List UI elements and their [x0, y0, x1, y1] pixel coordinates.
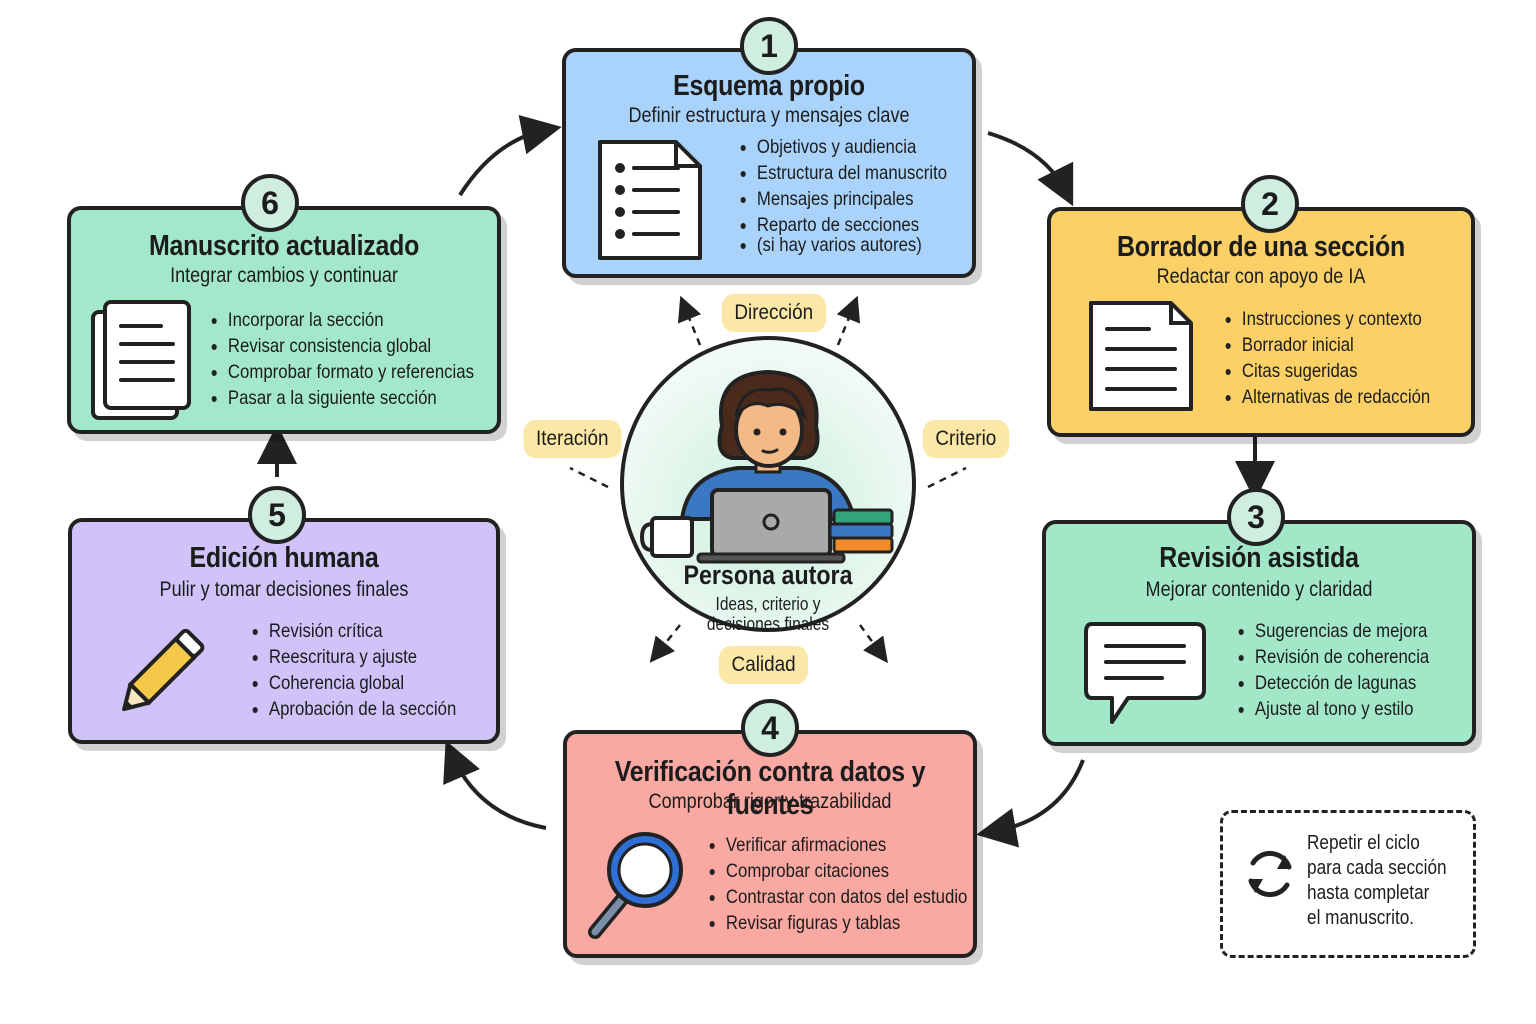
step-items: Instrucciones y contexto Borrador inicia…	[1223, 306, 1430, 410]
list-item: Comprobar citaciones	[707, 858, 967, 884]
step-6-badge: 6	[241, 174, 299, 232]
list-item: Comprobar formato y referencias	[209, 359, 474, 385]
list-item: Verificar afirmaciones	[707, 832, 967, 858]
list-item: Pasar a la siguiente sección	[209, 385, 474, 411]
list-item: Instrucciones y contexto	[1223, 306, 1430, 332]
step-2-card: Borrador de una sección Redactar con apo…	[1047, 207, 1475, 437]
note-line: para cada sección	[1307, 857, 1447, 879]
step-1-badge: 1	[740, 17, 798, 75]
tag-criterio: Criterio	[922, 420, 1009, 458]
step-5-card: Edición humana Pulir y tomar decisiones …	[68, 518, 500, 744]
list-item: Revisar consistencia global	[209, 333, 474, 359]
list-item: Alternativas de redacción	[1223, 384, 1430, 410]
center-title: Persona autora	[683, 560, 853, 590]
arrow-6-to-1	[458, 115, 562, 197]
step-subtitle: Pulir y tomar decisiones finales	[159, 578, 409, 601]
arrow-1-to-2	[987, 131, 1074, 207]
step-items: Incorporar la sección Revisar consistenc…	[209, 307, 474, 411]
ray-left	[569, 466, 609, 489]
step-items: Verificar afirmaciones Comprobar citacio…	[707, 832, 967, 936]
step-subtitle: Mejorar contenido y claridad	[1145, 578, 1373, 601]
list-item: Revisión de coherencia	[1236, 644, 1429, 670]
laptop-icon	[696, 488, 846, 564]
list-item: Objetivos y audiencia	[738, 134, 947, 160]
list-item: Aprobación de la sección	[250, 696, 456, 722]
note-line: hasta completar	[1307, 882, 1430, 904]
step-title: Revisión asistida	[1159, 542, 1359, 574]
list-item: Revisión crítica	[250, 618, 456, 644]
magnifying-glass-icon	[588, 832, 683, 939]
step-title: Borrador de una sección	[1117, 231, 1405, 263]
step-items: Revisión crítica Reescritura y ajuste Co…	[250, 618, 456, 722]
list-item: Citas sugeridas	[1223, 358, 1430, 384]
step-subtitle: Integrar cambios y continuar	[170, 264, 398, 287]
step-title: Verificación contra datos y fuentes	[614, 756, 926, 821]
step-items: Sugerencias de mejora Revisión de cohere…	[1236, 618, 1429, 722]
list-item-continuation: (si hay varios autores)	[738, 232, 947, 258]
step-2-badge: 2	[1241, 175, 1299, 233]
stacked-documents-icon	[91, 300, 191, 420]
step-subtitle: Definir estructura y mensajes clave	[628, 104, 910, 127]
step-1-card: Esquema propio Definir estructura y mens…	[562, 48, 976, 278]
cycle-note: Repetir el ciclo para cada sección hasta…	[1220, 810, 1476, 958]
arrow-3-to-4	[976, 759, 1085, 848]
step-title: Esquema propio	[673, 70, 865, 102]
step-title: Manuscrito actualizado	[148, 230, 420, 262]
tag-calidad: Calidad	[718, 646, 809, 684]
list-item: Borrador inicial	[1223, 332, 1430, 358]
pencil-icon	[122, 628, 205, 712]
document-icon	[1089, 301, 1193, 411]
list-item: Contrastar con datos del estudio	[707, 884, 967, 910]
list-item: Detección de lagunas	[1236, 670, 1429, 696]
note-line: Repetir el ciclo	[1307, 832, 1420, 854]
step-subtitle: Redactar con apoyo de IA	[1156, 265, 1366, 288]
note-line: el manuscrito.	[1307, 907, 1415, 929]
step-5-badge: 5	[248, 486, 306, 544]
center-subtitle-line1: Ideas, criterio y	[715, 594, 821, 614]
refresh-cycle-icon	[1248, 850, 1292, 898]
step-3-card: Revisión asistida Mejorar contenido y cl…	[1042, 520, 1476, 746]
step-title: Edición humana	[189, 542, 379, 574]
center-subtitle-line2: decisiones finales	[706, 614, 830, 634]
step-6-card: Manuscrito actualizado Integrar cambios …	[67, 206, 501, 434]
speech-bubble-icon	[1084, 622, 1206, 724]
list-item: Reescritura y ajuste	[250, 644, 456, 670]
arrow-4-to-5	[443, 740, 547, 830]
tag-iteracion: Iteración	[523, 420, 622, 458]
list-item: Reparto de secciones	[738, 212, 947, 238]
step-items: Objetivos y audiencia Estructura del man…	[738, 134, 947, 258]
mug-icon	[639, 516, 694, 558]
author-illustration	[620, 336, 916, 632]
list-item: Estructura del manuscrito	[738, 160, 947, 186]
tag-direccion: Dirección	[721, 294, 826, 332]
step-subtitle: Comprobar rigor y trazabilidad	[648, 790, 892, 813]
list-item: Mensajes principales	[738, 186, 947, 212]
list-item: Incorporar la sección	[209, 307, 474, 333]
checklist-document-icon	[598, 140, 702, 260]
list-item: Sugerencias de mejora	[1236, 618, 1429, 644]
step-3-badge: 3	[1227, 488, 1285, 546]
list-item: Revisar figuras y tablas	[707, 910, 967, 936]
books-icon	[828, 508, 894, 554]
list-item: Ajuste al tono y estilo	[1236, 696, 1429, 722]
step-4-badge: 4	[741, 699, 799, 757]
list-item: Coherencia global	[250, 670, 456, 696]
ray-right	[927, 466, 967, 489]
step-4-card: Verificación contra datos y fuentes Comp…	[563, 730, 977, 958]
